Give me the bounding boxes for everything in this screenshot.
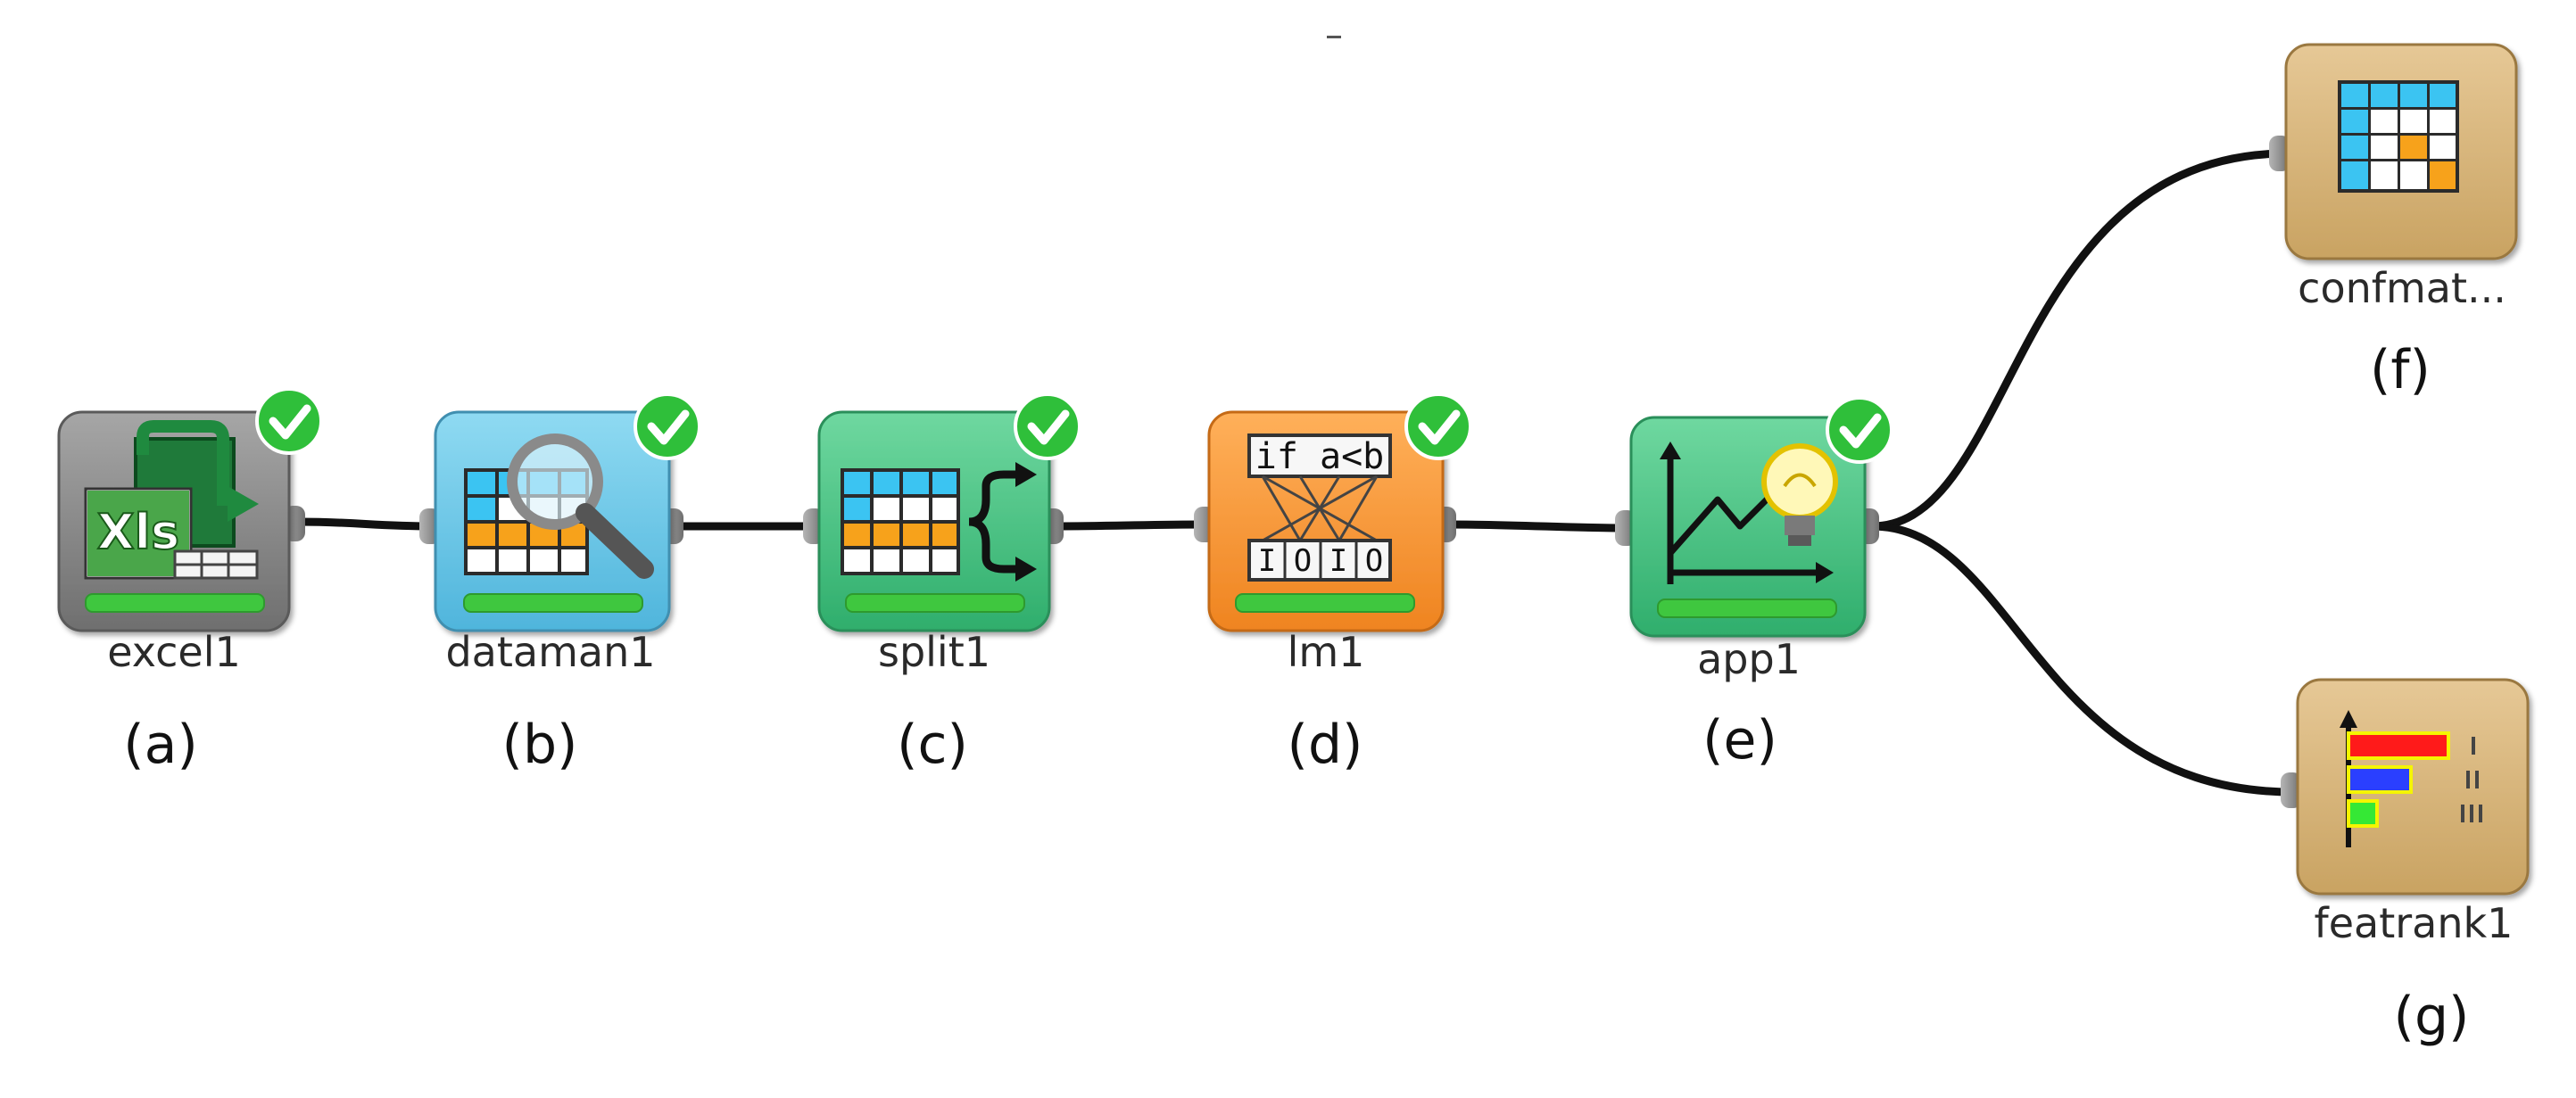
node-label-app1: app1 — [1697, 635, 1801, 683]
confusion-matrix-icon — [2338, 80, 2459, 193]
data-manipulation-icon — [464, 433, 654, 579]
learner-icon-bit-1: O — [1294, 543, 1312, 579]
split-icon — [841, 462, 1037, 582]
feature-ranking-icon — [2340, 710, 2482, 847]
node-app1[interactable] — [1615, 396, 1893, 638]
node-dataman1[interactable] — [419, 392, 701, 632]
learner-icon-bit-3: O — [1365, 543, 1383, 579]
learner-icon-condition: if a<b — [1255, 436, 1385, 477]
connector-excel1-dataman1[interactable] — [294, 517, 439, 531]
progress-bar — [85, 593, 265, 613]
caption-d: (d) — [1287, 714, 1363, 776]
caption-c: (c) — [897, 714, 968, 776]
caption-f: (f) — [2370, 339, 2431, 401]
node-label-confmat: confmat... — [2298, 264, 2506, 312]
caption-a: (a) — [123, 714, 198, 776]
connector-split1-lm1[interactable] — [1051, 520, 1209, 531]
node-label-split1: split1 — [877, 628, 991, 676]
check-icon — [1404, 392, 1472, 460]
node-lm1[interactable]: if a<b I O I O — [1194, 392, 1472, 632]
apply-model-icon — [1660, 442, 1838, 584]
connectors — [294, 149, 2298, 797]
node-split1[interactable] — [803, 392, 1081, 632]
node-confmat[interactable] — [2269, 43, 2518, 260]
excel-reader-icon: Xls — [84, 420, 259, 580]
progress-bar — [845, 593, 1025, 613]
node-label-excel1: excel1 — [107, 628, 241, 676]
connector-lm1-app1[interactable] — [1444, 520, 1633, 532]
node-label-dataman1: dataman1 — [445, 628, 656, 676]
progress-bar — [463, 593, 643, 613]
caption-g: (g) — [2393, 986, 2470, 1048]
node-excel1[interactable]: Xls — [57, 387, 323, 632]
learner-icon: if a<b I O I O — [1247, 433, 1392, 582]
node-label-featrank1: featrank1 — [2314, 899, 2514, 947]
caption-b: (b) — [501, 714, 578, 776]
node-featrank1[interactable] — [2281, 678, 2530, 896]
node-label-lm1: lm1 — [1287, 628, 1365, 676]
caption-e: (e) — [1702, 709, 1777, 772]
check-icon — [1014, 392, 1081, 460]
learner-icon-bit-0: I — [1258, 543, 1276, 579]
connector-app1-featrank1[interactable] — [1868, 522, 2298, 797]
learner-icon-bit-2: I — [1329, 543, 1347, 579]
check-icon — [255, 387, 323, 455]
canvas-mark — [1327, 36, 1341, 38]
progress-bar — [1235, 593, 1415, 613]
svg-text:Xls: Xls — [97, 504, 179, 560]
check-icon — [634, 392, 701, 460]
progress-bar — [1657, 599, 1837, 618]
connector-app1-confmat[interactable] — [1868, 149, 2289, 531]
check-icon — [1826, 396, 1893, 464]
